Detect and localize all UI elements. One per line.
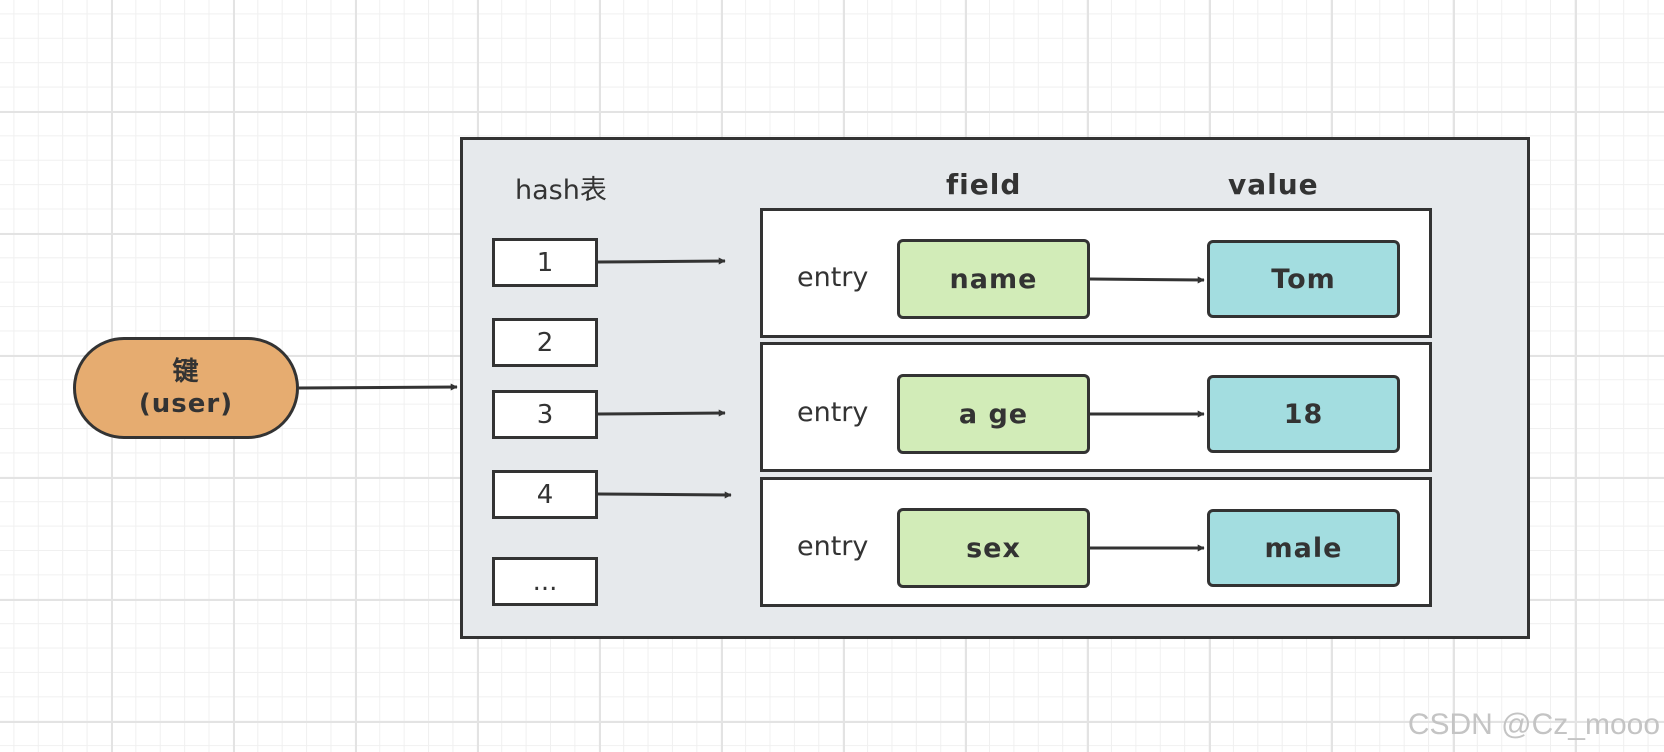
hash-table-title: hash表	[515, 175, 607, 206]
hash-slot-2: 2	[492, 318, 598, 367]
entry-label: entry	[797, 397, 869, 428]
value-node: Tom	[1207, 240, 1400, 318]
slot-1-arrow	[597, 257, 726, 265]
watermark: CSDN @Cz_mooo	[1407, 708, 1660, 741]
hash-slot-1: 1	[492, 238, 598, 287]
slot-4-arrow	[597, 491, 732, 499]
key-label: 键	[172, 357, 200, 387]
hash-slot-3: 3	[492, 390, 598, 439]
value-node: 18	[1207, 375, 1400, 453]
hash-slot-more: ...	[492, 557, 598, 606]
slot-3-arrow	[597, 409, 726, 417]
hash-slot-4: 4	[492, 470, 598, 519]
key-to-table-arrow	[298, 383, 458, 391]
value-column-header: value	[1228, 168, 1319, 201]
key-node: 键 (user)	[73, 337, 299, 439]
entry-label: entry	[797, 531, 869, 562]
field-node: sex	[897, 508, 1090, 588]
key-name-label: (user)	[138, 389, 234, 419]
field-column-header: field	[946, 168, 1022, 201]
field-to-value-arrow	[1089, 276, 1205, 284]
field-node: a ge	[897, 374, 1090, 454]
field-node: name	[897, 239, 1090, 319]
value-node: male	[1207, 509, 1400, 587]
entry-label: entry	[797, 262, 869, 293]
